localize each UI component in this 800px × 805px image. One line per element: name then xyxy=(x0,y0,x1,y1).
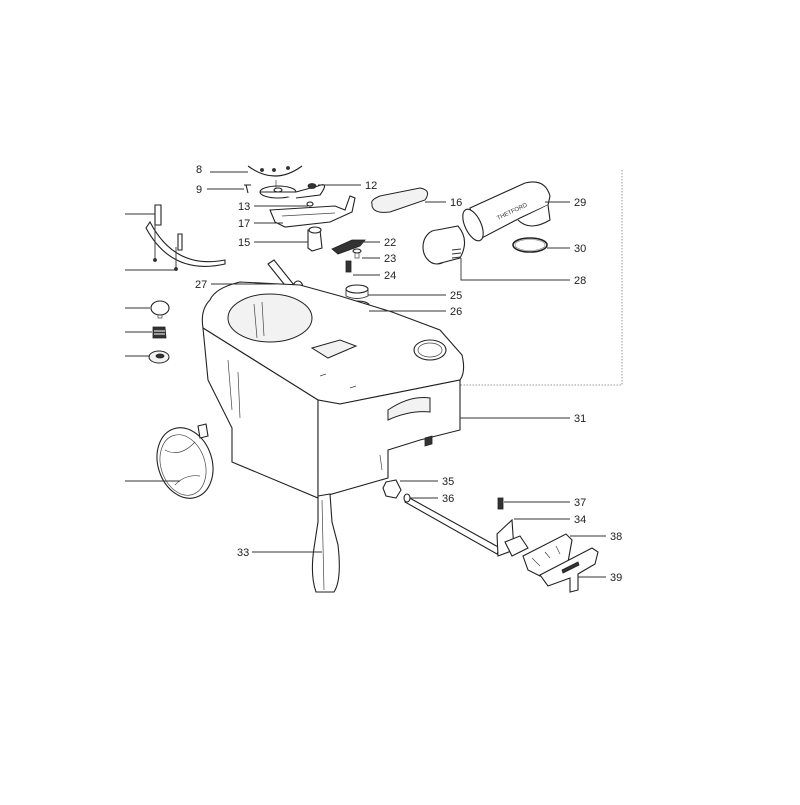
label-28: 28 xyxy=(574,275,587,287)
part-17-slide-plate xyxy=(269,195,356,228)
part-washer xyxy=(148,350,170,364)
part-28-cap xyxy=(422,225,466,265)
label-35: 35 xyxy=(442,476,455,488)
part-22-lever xyxy=(331,239,366,255)
label-25: 25 xyxy=(450,290,463,302)
part-25-ring xyxy=(345,284,369,299)
part-30-o-ring xyxy=(512,237,548,253)
label-27: 27 xyxy=(195,279,208,291)
label-9: 9 xyxy=(196,184,203,196)
part-8-flush-top xyxy=(247,165,303,177)
part-cap xyxy=(150,300,170,319)
label-36: 36 xyxy=(442,493,455,505)
part-wheel xyxy=(156,423,214,499)
part-12-gear-plate xyxy=(259,180,326,199)
label-26: 26 xyxy=(450,306,463,318)
label-23: 23 xyxy=(384,253,397,265)
part-34-bracket xyxy=(496,518,529,557)
label-13: 13 xyxy=(238,201,251,213)
part-31-cassette-body xyxy=(201,281,465,499)
label-30: 30 xyxy=(574,243,587,255)
label-15: 15 xyxy=(238,237,251,249)
label-8: 8 xyxy=(196,164,203,176)
part-37-spring xyxy=(497,497,504,510)
label-33: 33 xyxy=(237,547,250,559)
label-37: 37 xyxy=(574,497,587,509)
label-12: 12 xyxy=(365,180,378,192)
part-15-valve xyxy=(307,226,323,252)
label-39: 39 xyxy=(610,572,623,584)
part-bracket xyxy=(145,204,226,271)
part-39-handle-cover xyxy=(539,547,599,593)
part-16-cover xyxy=(371,187,429,213)
part-9-screw xyxy=(244,184,251,194)
label-29: 29 xyxy=(574,197,587,209)
part-29-spout: THETFORD xyxy=(462,181,551,242)
label-34: 34 xyxy=(574,514,587,526)
label-16: 16 xyxy=(450,197,463,209)
part-spring-small xyxy=(152,326,167,339)
part-23-pin xyxy=(352,248,362,259)
leader-lines xyxy=(125,171,606,578)
label-17: 17 xyxy=(238,218,251,230)
part-24-spring xyxy=(345,260,352,273)
label-24: 24 xyxy=(384,270,397,282)
part-33-tool xyxy=(311,493,340,593)
label-22: 22 xyxy=(384,237,397,249)
part-35-bushing xyxy=(382,479,402,499)
part-13-screw xyxy=(306,201,314,211)
label-38: 38 xyxy=(610,531,623,543)
label-31: 31 xyxy=(574,413,587,425)
